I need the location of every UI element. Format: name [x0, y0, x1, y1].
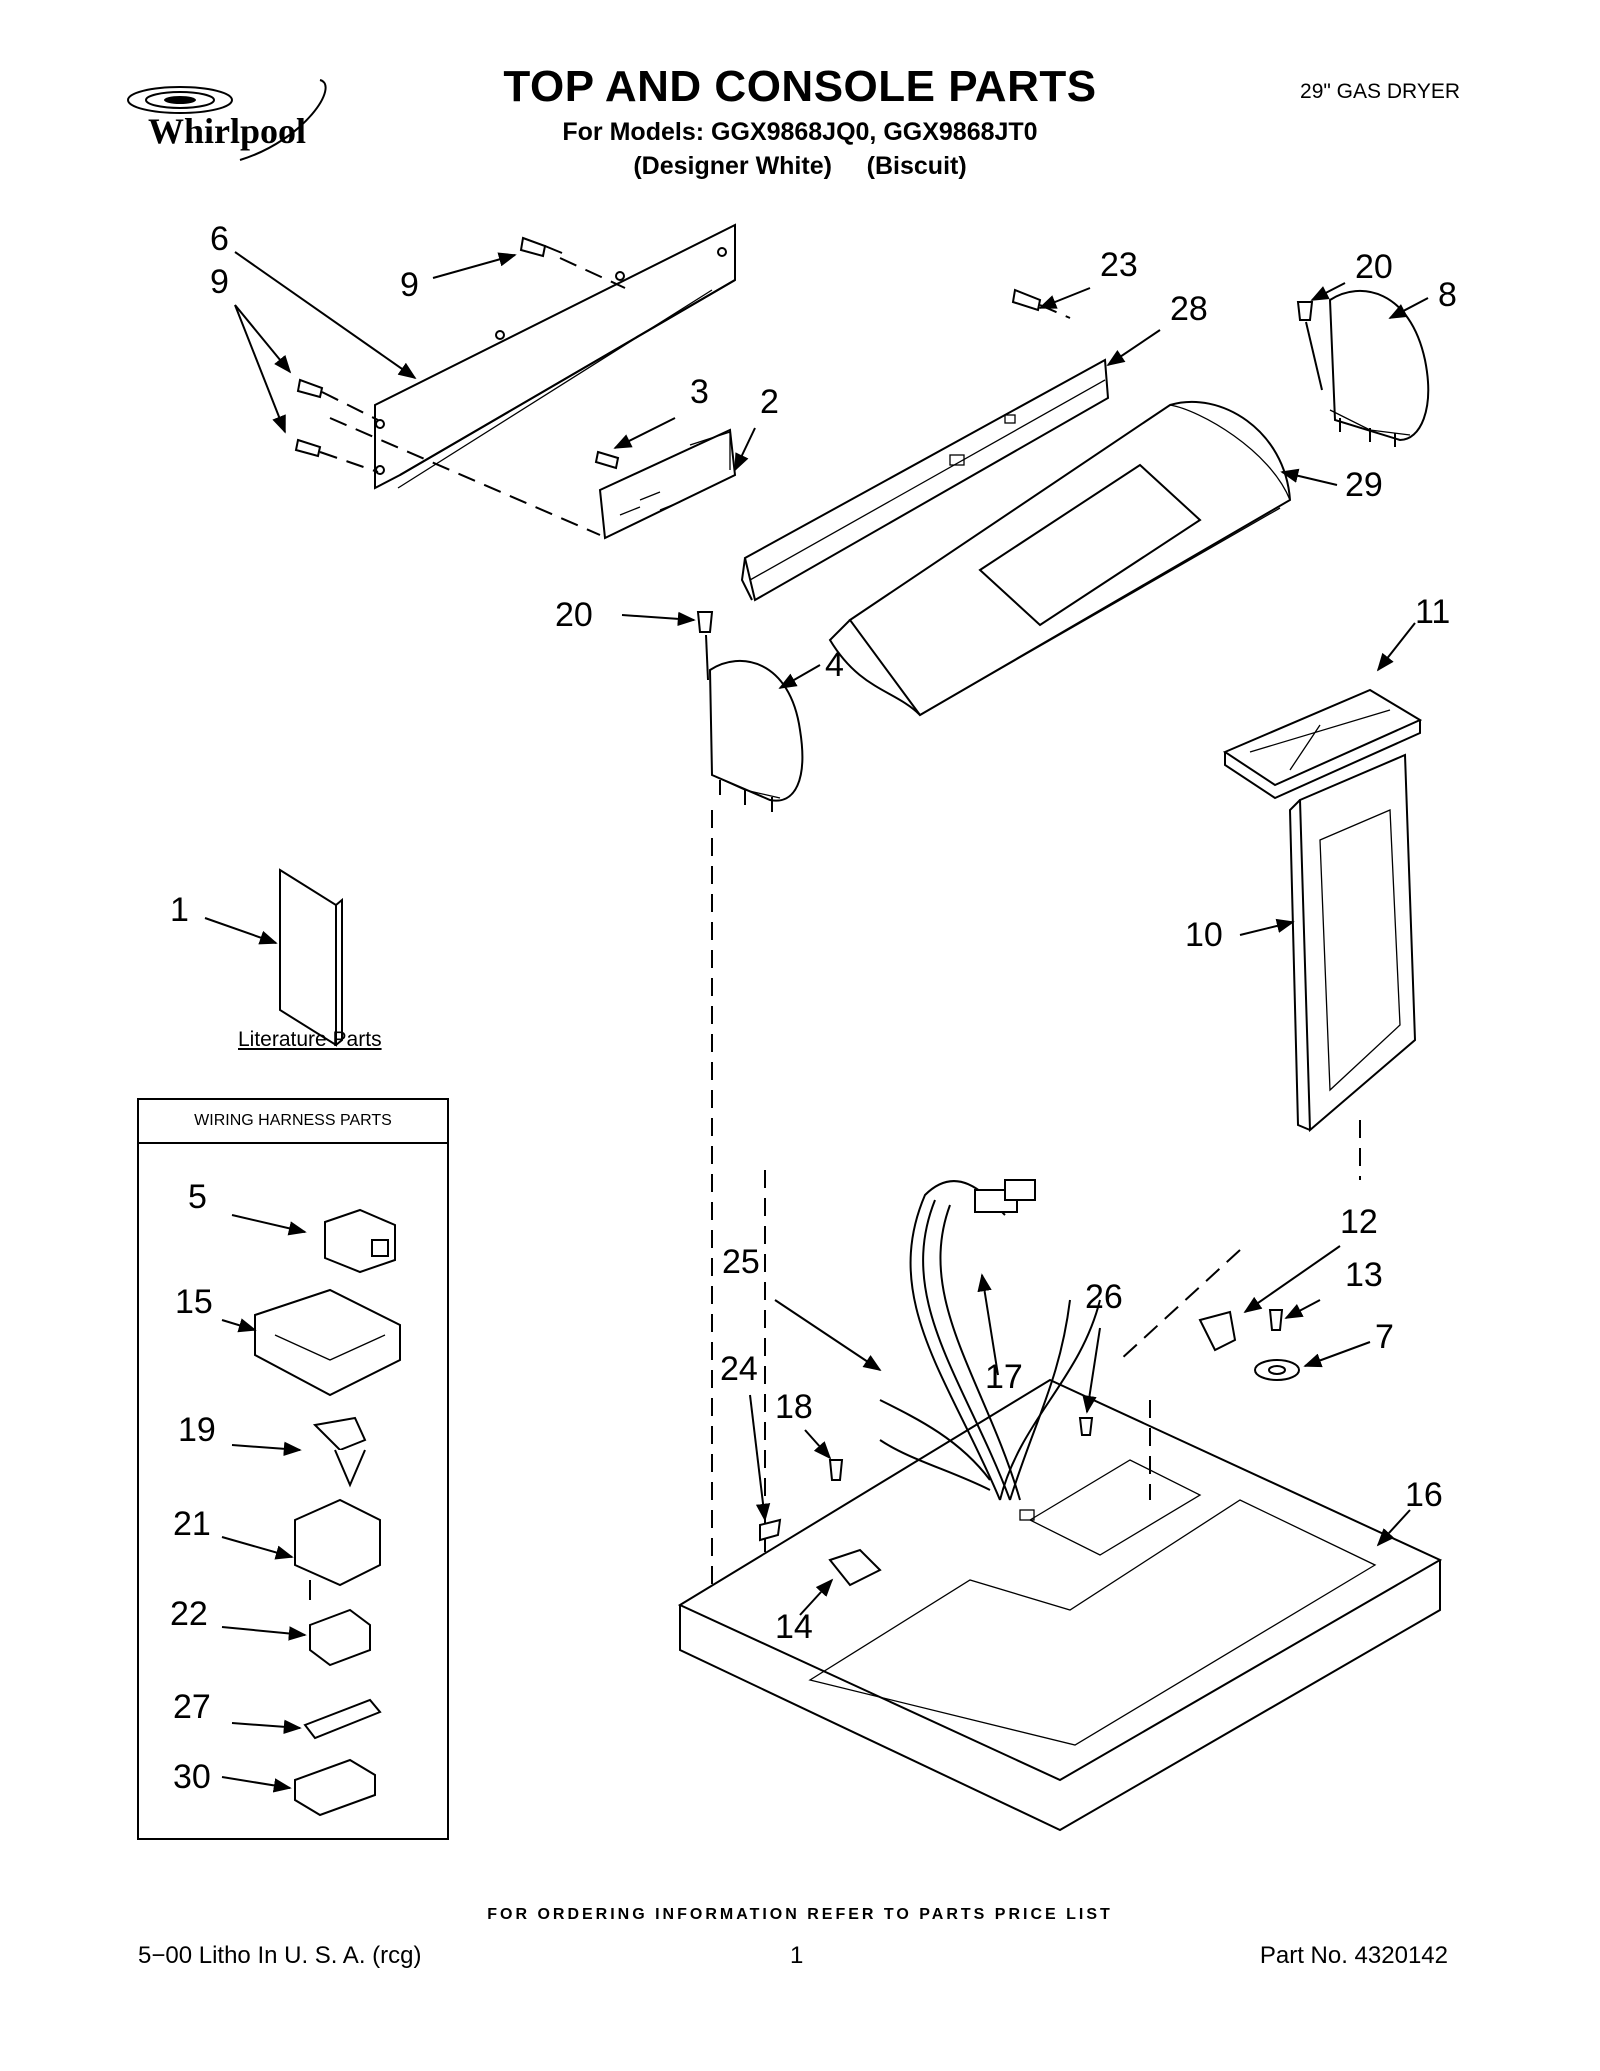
callout-28: 28: [1170, 290, 1208, 328]
callout-5: 5: [188, 1178, 207, 1216]
callout-4: 4: [825, 646, 844, 684]
callout-29: 29: [1345, 466, 1383, 504]
callout-8: 8: [1438, 276, 1457, 314]
callout-10: 10: [1185, 916, 1223, 954]
callout-9-top: 9: [400, 266, 419, 304]
page-number: 1: [790, 1942, 804, 1969]
harness-part-5-connector: [324, 1208, 396, 1274]
callout-17: 17: [985, 1358, 1023, 1396]
callout-21: 21: [173, 1505, 211, 1543]
part-2-control-board: [329, 417, 737, 540]
callout-20-top: 20: [1355, 248, 1393, 286]
part-29-console: [828, 400, 1292, 717]
harness-part-30-plug: [294, 1758, 376, 1817]
product-type: 29" GAS DRYER: [1300, 80, 1460, 103]
callout-18: 18: [775, 1388, 813, 1426]
ordering-note: FOR ORDERING INFORMATION REFER TO PARTS …: [487, 1906, 1113, 1923]
litho-line: 5−00 Litho In U. S. A. (rcg): [138, 1942, 422, 1969]
callout-27: 27: [173, 1688, 211, 1726]
wiring-harness-title: WIRING HARNESS PARTS: [139, 1100, 447, 1144]
part-1-literature: [279, 868, 343, 1047]
callout-26: 26: [1085, 1278, 1123, 1316]
callout-22: 22: [170, 1595, 208, 1633]
callout-11: 11: [1415, 593, 1451, 631]
callout-6: 6: [210, 220, 229, 258]
callout-19: 19: [178, 1411, 216, 1449]
callout-20-left: 20: [555, 596, 593, 634]
part-16-dryer-top: [677, 1378, 1443, 1832]
harness-part-22-connector: [309, 1608, 371, 1667]
part-20-screw-left: [696, 611, 714, 681]
callout-2: 2: [760, 383, 779, 421]
callout-16: 16: [1405, 1476, 1443, 1514]
part-28-console-bracket: [740, 358, 1110, 602]
wiring-harness-box: WIRING HARNESS PARTS: [137, 1098, 449, 1840]
part-18-screw: [828, 1459, 844, 1481]
callout-13: 13: [1345, 1256, 1383, 1294]
part-12-clip: [1198, 1310, 1237, 1352]
part-24-clip: [759, 1518, 782, 1542]
harness-part-27-terminal: [303, 1698, 382, 1740]
part-23-screw: [1011, 288, 1071, 319]
whirlpool-logo-swirl: [127, 79, 327, 161]
callout-1: 1: [170, 891, 189, 929]
callout-arrows: [204, 251, 1429, 1793]
part-3-screw: [594, 450, 620, 470]
part-6-rear-panel: [374, 223, 736, 490]
brand-logo-text: Whirlpool: [148, 111, 307, 151]
part-17-wiring-harness: [879, 1179, 1101, 1501]
page-title: TOP AND CONSOLE PARTS: [503, 62, 1097, 111]
callout-14: 14: [775, 1608, 813, 1646]
callout-30: 30: [173, 1758, 211, 1796]
part-10-lint-screen: [1288, 753, 1417, 1180]
callout-23: 23: [1100, 246, 1138, 284]
callout-15: 15: [175, 1283, 213, 1321]
part-20-screw-top: [1296, 301, 1323, 391]
harness-part-19-clip: [312, 1416, 367, 1488]
callout-12: 12: [1340, 1203, 1378, 1241]
literature-parts-label: Literature Parts: [238, 1028, 382, 1051]
callout-3: 3: [690, 373, 709, 411]
part-7-grommet: [1254, 1359, 1300, 1381]
part-13-screw: [1268, 1309, 1284, 1331]
callout-9: 9: [210, 263, 229, 301]
part-14-bracket: [828, 1548, 882, 1587]
callout-7: 7: [1375, 1318, 1394, 1356]
callout-24: 24: [720, 1350, 758, 1388]
models-line: For Models: GGX9868JQ0, GGX9868JT0: [562, 118, 1038, 146]
part-9-screws: [294, 236, 626, 473]
harness-part-21-housing: [294, 1498, 381, 1600]
part-26-screw: [1078, 1417, 1094, 1436]
part-8-end-cap-right: [1328, 289, 1430, 447]
callout-25: 25: [722, 1243, 760, 1281]
part-4-end-cap-left: [708, 659, 804, 812]
part-11-vent-cover: [1222, 688, 1423, 800]
harness-part-15-block: [254, 1288, 401, 1397]
variants-line: (Designer White) (Biscuit): [633, 152, 967, 180]
part-number: Part No. 4320142: [1259, 1942, 1448, 1969]
